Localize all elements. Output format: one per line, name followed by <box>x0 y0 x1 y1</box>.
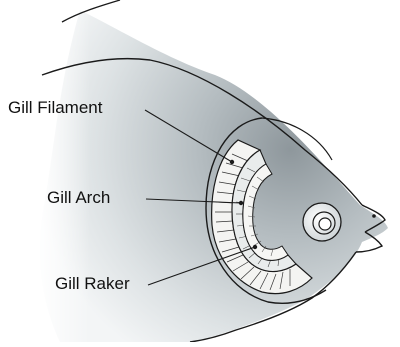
gill-arch-label: Gill Arch <box>47 188 110 208</box>
gill-filament-dot <box>230 160 234 164</box>
eye <box>303 203 341 241</box>
gill-raker-dot <box>253 245 257 249</box>
gill-filament-label: Gill Filament <box>8 98 102 118</box>
gill-arch-dot <box>239 201 243 205</box>
gill-raker-label: Gill Raker <box>55 274 130 294</box>
nostril <box>372 214 376 218</box>
